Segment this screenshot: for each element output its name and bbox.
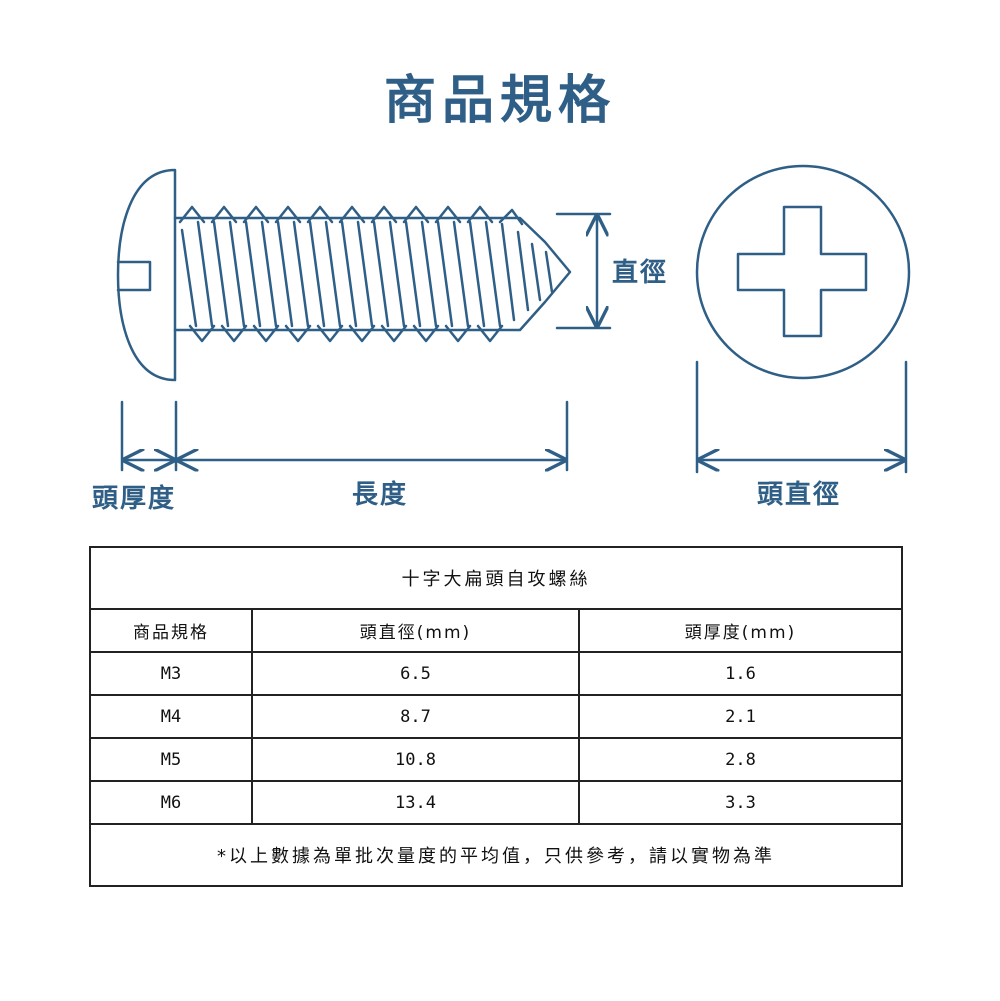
screw-shank xyxy=(173,216,572,332)
page-title: 商品規格 xyxy=(383,71,616,131)
head-diameter-label: 頭直徑 xyxy=(757,480,842,510)
phillips-cross-icon xyxy=(736,205,868,338)
cell-head-diameter: 8.7 xyxy=(251,694,580,739)
cell-head-diameter: 13.4 xyxy=(251,780,580,825)
spec-table: 十字大扁頭自攻螺絲 商品規格 頭直徑(mm) 頭厚度(mm) M3 6.5 1.… xyxy=(89,546,903,887)
thread-crests-top xyxy=(178,205,524,226)
table-caption: 十字大扁頭自攻螺絲 xyxy=(89,546,903,610)
length-label: 長度 xyxy=(352,480,409,510)
header-spec: 商品規格 xyxy=(89,608,253,653)
table-row: M4 8.7 2.1 xyxy=(89,694,903,739)
cell-head-diameter: 10.8 xyxy=(251,737,580,782)
table-row: M6 13.4 3.3 xyxy=(89,780,903,825)
table-row: M3 6.5 1.6 xyxy=(89,651,903,696)
table-note: *以上數據為單批次量度的平均值，只供參考，請以實物為準 xyxy=(89,823,903,887)
screw-diagram xyxy=(116,164,911,474)
cell-head-thickness: 2.1 xyxy=(578,694,903,739)
cell-spec: M5 xyxy=(89,737,253,782)
head-slot xyxy=(116,260,152,292)
diameter-label: 直徑 xyxy=(612,258,669,288)
cell-head-thickness: 2.8 xyxy=(578,737,903,782)
thread-crests-bottom xyxy=(188,324,504,343)
screw-head xyxy=(116,168,177,382)
cell-head-diameter: 6.5 xyxy=(251,651,580,696)
cell-spec: M3 xyxy=(89,651,253,696)
header-head-thickness: 頭厚度(mm) xyxy=(578,608,903,653)
cell-head-thickness: 1.6 xyxy=(578,651,903,696)
cell-head-thickness: 3.3 xyxy=(578,780,903,825)
thread-lines xyxy=(180,220,554,328)
cell-spec: M6 xyxy=(89,780,253,825)
head-thickness-label: 頭厚度 xyxy=(92,484,177,514)
cell-spec: M4 xyxy=(89,694,253,739)
head-top-circle xyxy=(695,164,911,380)
table-row: M5 10.8 2.8 xyxy=(89,737,903,782)
header-head-diameter: 頭直徑(mm) xyxy=(251,608,580,653)
